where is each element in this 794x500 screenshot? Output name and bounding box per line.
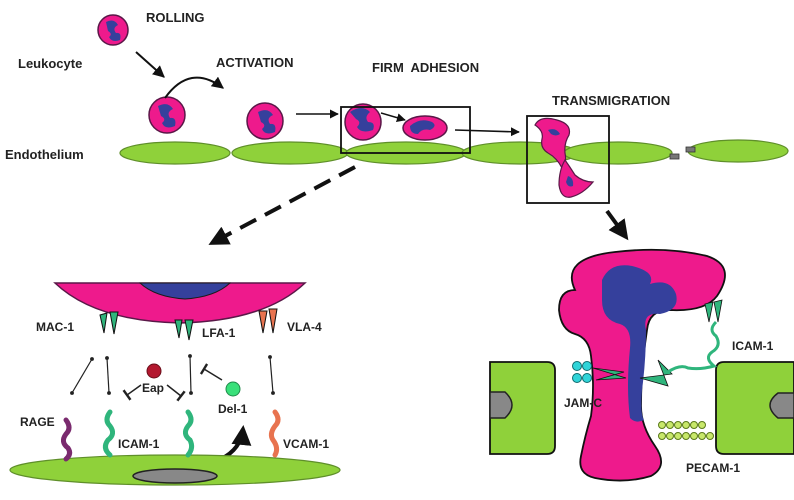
label-pecam1: PECAM-1 [686, 461, 740, 475]
leukocyte-adhering [344, 103, 382, 141]
arrow-adhesion-to-transmigration [454, 127, 520, 137]
ligand-icam1-right-panel [667, 320, 720, 374]
label-eap: Eap [142, 381, 164, 395]
eap-molecule [146, 363, 162, 379]
ligand-vcam1 [268, 409, 281, 458]
arrow-mac1-rage [70, 357, 94, 395]
integrin-mac1 [99, 311, 119, 335]
eap-inhibit-left [122, 384, 142, 401]
del1-secretion-arrow [220, 425, 252, 461]
junction-marker [685, 146, 696, 153]
endothelial-cell [687, 139, 789, 163]
leukocyte-transmigrating [534, 117, 595, 198]
label-activation: ACTIVATION [216, 55, 294, 70]
label-icam1-right: ICAM-1 [732, 339, 774, 353]
ligand-rage [60, 417, 73, 462]
integrin-fan-left [592, 367, 627, 381]
endothelial-nucleus-right [769, 392, 794, 419]
arrow-rolling-to-activation [164, 76, 224, 99]
bottom-left-panel: Eap Del-1 MAC-1 LFA-1 VLA-4 RAGE ICAM-1 … [9, 282, 341, 486]
jamc-molecules [572, 361, 592, 383]
integrin-vla4 [258, 308, 278, 334]
label-transmigration: TRANSMIGRATION [552, 93, 670, 108]
zoom-arrow-transmigration [605, 209, 629, 241]
arrow-leukocyte-to-rolling [135, 51, 165, 78]
leukocyte-rolling [148, 96, 186, 134]
label-rolling: ROLLING [146, 10, 205, 25]
zoom-arrow-adhesion [208, 165, 356, 245]
endothelial-cell [563, 141, 673, 165]
label-firm-adhesion: FIRM ADHESION [372, 60, 479, 75]
del1-molecule [225, 381, 241, 397]
endothelial-cell [119, 141, 231, 165]
arrow-adhesion-step [380, 112, 406, 123]
label-icam1: ICAM-1 [118, 437, 160, 451]
leukocyte-free [97, 14, 129, 46]
label-mac1: MAC-1 [36, 320, 74, 334]
endothelial-nucleus-left [489, 391, 513, 419]
label-vla4: VLA-4 [287, 320, 322, 334]
ligand-icam1-right [182, 409, 195, 458]
label-lfa1: LFA-1 [202, 326, 236, 340]
label-vcam1: VCAM-1 [283, 437, 329, 451]
firm-adhesion-box [340, 106, 471, 154]
bottom-right-panel: ICAM-1 JAM-C PECAM-1 [489, 248, 794, 482]
leukocyte-nucleus-large [602, 265, 677, 422]
del1-inhibit [199, 363, 223, 381]
endothelial-cell-right [715, 361, 794, 455]
label-leukocyte: Leukocyte [18, 56, 82, 71]
leukocyte-nucleus [138, 282, 232, 300]
endothelial-nucleus [132, 468, 218, 484]
pecam1-molecules [658, 421, 714, 440]
label-endothelium: Endothelium [5, 147, 84, 162]
top-panel: ROLLING Leukocyte ACTIVATION FIRM ADHESI… [5, 10, 789, 245]
label-del1: Del-1 [218, 402, 248, 416]
transmigration-box [526, 115, 610, 204]
junction-marker [669, 153, 680, 160]
integrin-icam1-binding [704, 299, 723, 323]
endothelial-cell [231, 141, 349, 165]
interaction-arrows [70, 354, 275, 395]
label-rage: RAGE [20, 415, 55, 429]
arrow-mac1-icam1 [105, 356, 111, 395]
arrow-lfa1-icam1 [188, 354, 193, 395]
integrin-fan-right [639, 359, 673, 387]
endothelial-cell-left [489, 361, 556, 455]
integrin-lfa1 [174, 319, 194, 341]
label-jamc: JAM-C [564, 396, 602, 410]
arrow-vla4-vcam1 [268, 355, 275, 395]
eap-inhibit-right [166, 384, 186, 402]
leukocyte-flattened [402, 115, 448, 141]
ligand-icam1-left [102, 409, 116, 458]
leukocyte-activated [246, 102, 284, 140]
